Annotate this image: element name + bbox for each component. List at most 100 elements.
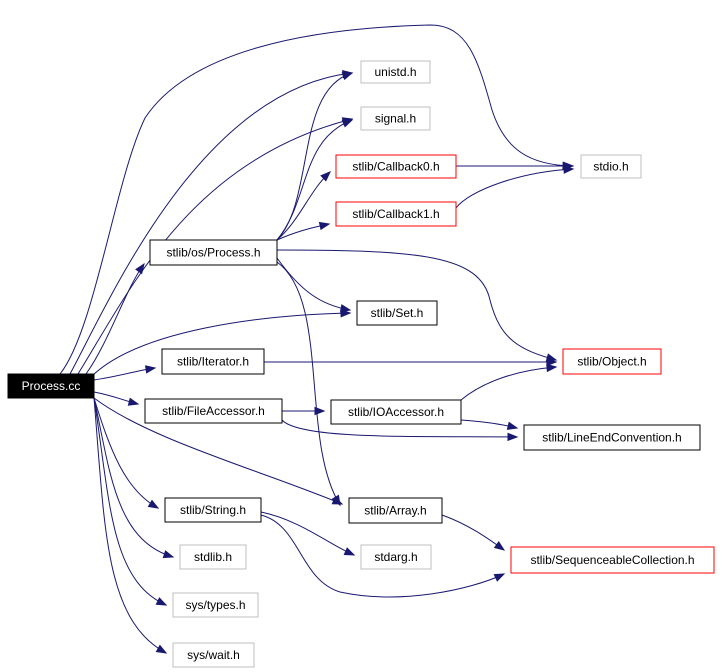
arrowhead-set-h bbox=[339, 304, 352, 313]
edge-process-cc-to-sys-types-h bbox=[93, 397, 167, 606]
node-callback0-h-label: stlib/Callback0.h bbox=[352, 160, 439, 174]
node-stdlib-h-label: stdlib.h bbox=[194, 550, 232, 564]
arrowhead-string-h bbox=[147, 499, 160, 509]
arrowhead-callback0-h bbox=[320, 171, 331, 182]
node-signal-h-box bbox=[360, 106, 431, 131]
node-sys-types-h-box bbox=[172, 592, 259, 618]
arrowhead-object-h bbox=[546, 363, 558, 373]
arrowhead-lineendconvention-h bbox=[506, 421, 519, 430]
node-callback1-h-box bbox=[335, 201, 457, 227]
arrowhead-ioaccessor-h bbox=[314, 406, 326, 416]
edge-process-cc-to-stdlib-h bbox=[93, 397, 174, 558]
node-array-h-label: stlib/Array.h bbox=[364, 504, 426, 518]
node-sys-types-h-label: sys/types.h bbox=[185, 598, 245, 612]
node-stdio-h-label: stdio.h bbox=[593, 160, 628, 174]
nodes-layer: Process.cc unistd.h signal.h stlib/Callb… bbox=[7, 60, 715, 668]
arrowhead-stdio-h bbox=[563, 165, 575, 174]
edge-ioaccessor-h-to-object-h bbox=[460, 366, 557, 401]
arrowhead-fileaccessor-h bbox=[127, 397, 140, 406]
edge-process-cc-to-os-process-h bbox=[85, 263, 145, 375]
edge-os-process-h-to-signal-h bbox=[276, 119, 353, 241]
arrowhead-lineendconvention-h bbox=[507, 432, 519, 442]
node-fileaccessor-h-label: stlib/FileAccessor.h bbox=[162, 404, 265, 418]
edge-process-cc-to-array-h bbox=[93, 397, 343, 505]
edge-process-cc-to-set-h bbox=[91, 312, 351, 377]
edge-string-h-to-stdarg-h bbox=[260, 511, 355, 556]
arrowhead-sys-wait-h bbox=[155, 644, 168, 654]
node-string-h-label: stlib/String.h bbox=[180, 503, 246, 517]
arrowhead-unistd-h bbox=[341, 72, 354, 81]
arrowhead-seqcollection-h bbox=[493, 573, 506, 582]
node-process-cc-label: Process.cc bbox=[22, 379, 81, 393]
node-array-h-box bbox=[348, 497, 443, 524]
edge-string-h-to-seqcollection-h bbox=[260, 514, 505, 598]
node-process-cc[interactable]: Process.cc bbox=[7, 373, 95, 399]
edges-layer bbox=[59, 24, 575, 654]
node-process-cc-box bbox=[7, 373, 95, 399]
arrowhead-seqcollection-h bbox=[493, 541, 506, 551]
node-signal-h-label: signal.h bbox=[375, 112, 416, 126]
node-lineendconvention-h[interactable]: stlib/LineEndConvention.h bbox=[523, 424, 701, 451]
arrowhead-array-h bbox=[331, 494, 341, 507]
edge-process-cc-to-unistd-h bbox=[69, 72, 353, 375]
arrowhead-callback1-h bbox=[318, 221, 331, 231]
node-sys-wait-h[interactable]: sys/wait.h bbox=[172, 642, 255, 668]
node-sys-wait-h-label: sys/wait.h bbox=[187, 648, 240, 662]
node-sys-wait-h-box bbox=[172, 642, 255, 668]
arrowhead-stdarg-h bbox=[343, 547, 356, 556]
node-object-h-box bbox=[562, 348, 662, 375]
edge-process-cc-to-stdio-h bbox=[59, 24, 573, 375]
arrowhead-sys-types-h bbox=[155, 597, 168, 606]
node-string-h[interactable]: stlib/String.h bbox=[164, 497, 262, 523]
node-fileaccessor-h[interactable]: stlib/FileAccessor.h bbox=[144, 398, 283, 424]
edge-process-cc-to-signal-h bbox=[77, 118, 353, 375]
node-stdlib-h[interactable]: stdlib.h bbox=[179, 544, 247, 570]
node-array-h[interactable]: stlib/Array.h bbox=[348, 497, 443, 524]
edge-os-process-h-to-set-h bbox=[276, 257, 351, 311]
node-object-h[interactable]: stlib/Object.h bbox=[562, 348, 662, 375]
arrowhead-signal-h bbox=[341, 119, 354, 128]
node-stdarg-h[interactable]: stdarg.h bbox=[360, 544, 432, 570]
node-callback1-h[interactable]: stlib/Callback1.h bbox=[335, 201, 457, 227]
node-callback0-h-box bbox=[335, 154, 457, 179]
edge-array-h-to-seqcollection-h bbox=[441, 514, 505, 551]
node-sys-types-h[interactable]: sys/types.h bbox=[172, 592, 259, 618]
node-fileaccessor-h-box bbox=[144, 398, 283, 424]
arrowhead-os-process-h bbox=[135, 262, 145, 275]
node-seqcollection-h-label: stlib/SequenceableCollection.h bbox=[530, 553, 694, 567]
node-callback0-h[interactable]: stlib/Callback0.h bbox=[335, 154, 457, 179]
node-iterator-h-box bbox=[161, 348, 265, 375]
edge-callback1-h-to-stdio-h bbox=[455, 168, 574, 209]
node-iterator-h-label: stlib/Iterator.h bbox=[177, 355, 249, 369]
node-string-h-box bbox=[164, 497, 262, 523]
node-ioaccessor-h-label: stlib/IOAccessor.h bbox=[348, 405, 444, 419]
node-os-process-h[interactable]: stlib/os/Process.h bbox=[149, 239, 278, 266]
edge-process-cc-to-sys-wait-h bbox=[93, 397, 167, 654]
node-os-process-h-label: stlib/os/Process.h bbox=[166, 246, 260, 260]
node-set-h[interactable]: stlib/Set.h bbox=[356, 300, 438, 326]
node-ioaccessor-h-box bbox=[330, 399, 462, 425]
node-ioaccessor-h[interactable]: stlib/IOAccessor.h bbox=[330, 399, 462, 425]
node-object-h-label: stlib/Object.h bbox=[577, 355, 646, 369]
node-stdio-h[interactable]: stdio.h bbox=[580, 154, 642, 179]
node-lineendconvention-h-label: stlib/LineEndConvention.h bbox=[542, 431, 681, 445]
node-stdarg-h-label: stdarg.h bbox=[374, 550, 417, 564]
node-signal-h[interactable]: signal.h bbox=[360, 106, 431, 131]
node-os-process-h-box bbox=[149, 239, 278, 266]
node-lineendconvention-h-box bbox=[523, 424, 701, 451]
edge-fileaccessor-h-to-lineendconvention-h bbox=[281, 419, 518, 438]
node-set-h-box bbox=[356, 300, 438, 326]
node-callback1-h-label: stlib/Callback1.h bbox=[352, 207, 439, 221]
arrowhead-iterator-h bbox=[144, 365, 157, 374]
node-set-h-label: stlib/Set.h bbox=[371, 306, 424, 320]
node-stdarg-h-box bbox=[360, 544, 432, 570]
node-seqcollection-h[interactable]: stlib/SequenceableCollection.h bbox=[510, 546, 715, 574]
node-seqcollection-h-box bbox=[510, 546, 715, 574]
edge-os-process-h-to-array-h bbox=[276, 261, 341, 506]
arrowhead-object-h bbox=[546, 357, 558, 367]
node-stdio-h-box bbox=[580, 154, 642, 179]
node-unistd-h[interactable]: unistd.h bbox=[360, 60, 431, 84]
node-iterator-h[interactable]: stlib/Iterator.h bbox=[161, 348, 265, 375]
node-unistd-h-box bbox=[360, 60, 431, 84]
